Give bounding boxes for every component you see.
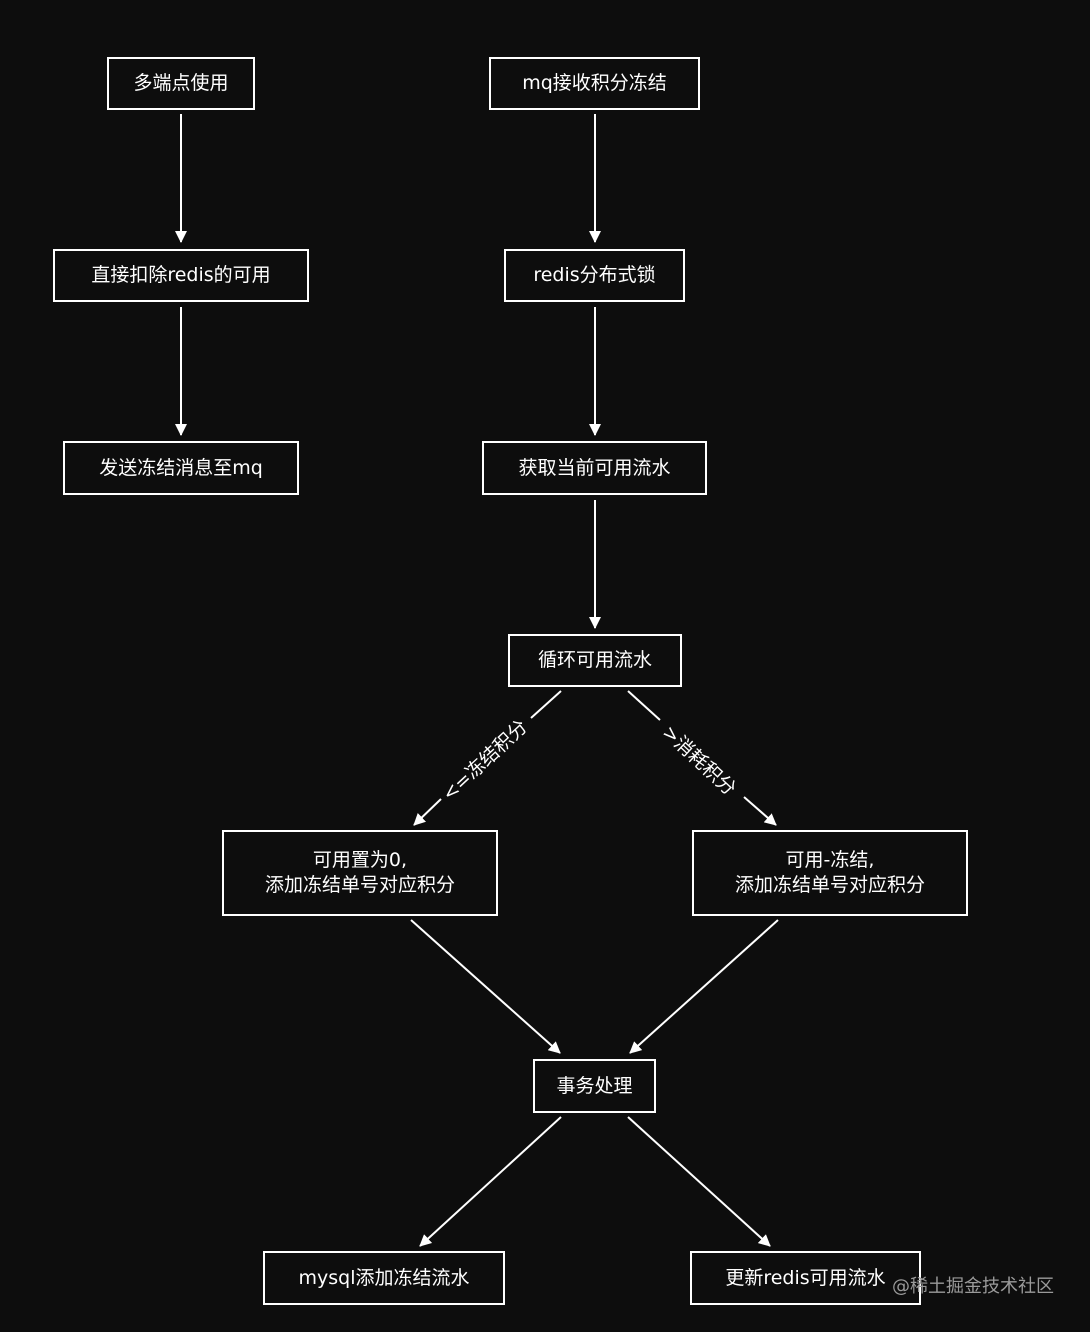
arrow-loop-to-zero-a — [530, 690, 562, 719]
arrow-loop-to-minus-a — [627, 690, 661, 721]
arrow-minus-to-tx — [629, 919, 779, 1054]
node-minus-freeze: 可用-冻结, 添加冻结单号对应积分 — [692, 830, 968, 916]
node-multi-endpoint: 多端点使用 — [107, 57, 255, 110]
node-mysql-add: mysql添加冻结流水 — [263, 1251, 505, 1305]
arrow-loop-to-zero-b — [413, 798, 442, 826]
node-update-redis: 更新redis可用流水 — [690, 1251, 921, 1305]
node-redis-lock: redis分布式锁 — [504, 249, 685, 302]
node-send-freeze-mq: 发送冻结消息至mq — [63, 441, 299, 495]
arrow-tx-to-mysql — [419, 1116, 562, 1247]
node-loop-flows: 循环可用流水 — [508, 634, 682, 687]
arrow-tx-to-redis — [627, 1116, 771, 1247]
arrow-zero-to-tx — [410, 919, 561, 1054]
arrow-loop-to-minus-b — [743, 796, 777, 826]
node-mq-receive: mq接收积分冻结 — [489, 57, 700, 110]
node-get-flows: 获取当前可用流水 — [482, 441, 707, 495]
node-transaction: 事务处理 — [533, 1059, 656, 1113]
node-set-zero: 可用置为0, 添加冻结单号对应积分 — [222, 830, 498, 916]
node-deduct-redis: 直接扣除redis的可用 — [53, 249, 309, 302]
watermark-text: @稀土掘金技术社区 — [892, 1276, 1054, 1297]
